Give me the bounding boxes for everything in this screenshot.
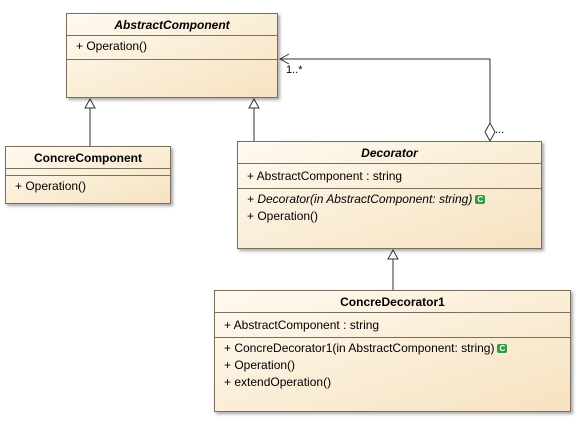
operations-section: + Operation() (67, 36, 277, 60)
operation: + extendOperation() (224, 375, 332, 389)
multiplicity-label: 1..* (286, 64, 303, 76)
attributes-section (6, 169, 170, 176)
empty-section (67, 60, 277, 100)
attribute: + AbstractComponent : string (247, 169, 403, 183)
operation: + Operation() (224, 358, 296, 372)
aggregation-decorator-component (278, 53, 496, 143)
aggregation-end-label: ... (495, 124, 505, 136)
operation-row: + Decorator(in AbstractComponent: string… (247, 191, 531, 208)
constructor-badge-icon: C (475, 195, 486, 204)
class-concre-component[interactable]: ConcreComponent + Operation() (5, 146, 171, 204)
constructor-badge-icon: C (497, 344, 508, 353)
constructor-operation: + ConcreDecorator1(in AbstractComponent:… (224, 341, 495, 355)
generalization-concrecomponent (84, 97, 96, 146)
class-decorator[interactable]: Decorator + AbstractComponent : string +… (237, 141, 542, 249)
operation: + Operation() (247, 209, 319, 223)
attribute: + AbstractComponent : string (224, 318, 380, 332)
operations-section: + Decorator(in AbstractComponent: string… (238, 189, 541, 229)
operations-section: + Operation() (6, 176, 170, 198)
class-abstract-component[interactable]: AbstractComponent + Operation() (66, 13, 278, 98)
class-concre-decorator1[interactable]: ConcreDecorator1 + AbstractComponent : s… (214, 290, 571, 412)
class-name: AbstractComponent (67, 14, 277, 36)
class-name: ConcreDecorator1 (215, 291, 570, 313)
class-name: Decorator (238, 142, 541, 164)
generalization-decorator (248, 97, 260, 141)
generalization-concredecorator1 (387, 248, 399, 290)
operations-section: + ConcreDecorator1(in AbstractComponent:… (215, 338, 570, 394)
operation: + Operation() (15, 179, 87, 193)
operation-row: + ConcreDecorator1(in AbstractComponent:… (224, 340, 560, 357)
class-name: ConcreComponent (6, 147, 170, 169)
operation: + Operation() (76, 39, 148, 53)
constructor-operation: + Decorator(in AbstractComponent: string… (247, 192, 473, 206)
attributes-section: + AbstractComponent : string (215, 313, 570, 338)
attributes-section: + AbstractComponent : string (238, 164, 541, 189)
